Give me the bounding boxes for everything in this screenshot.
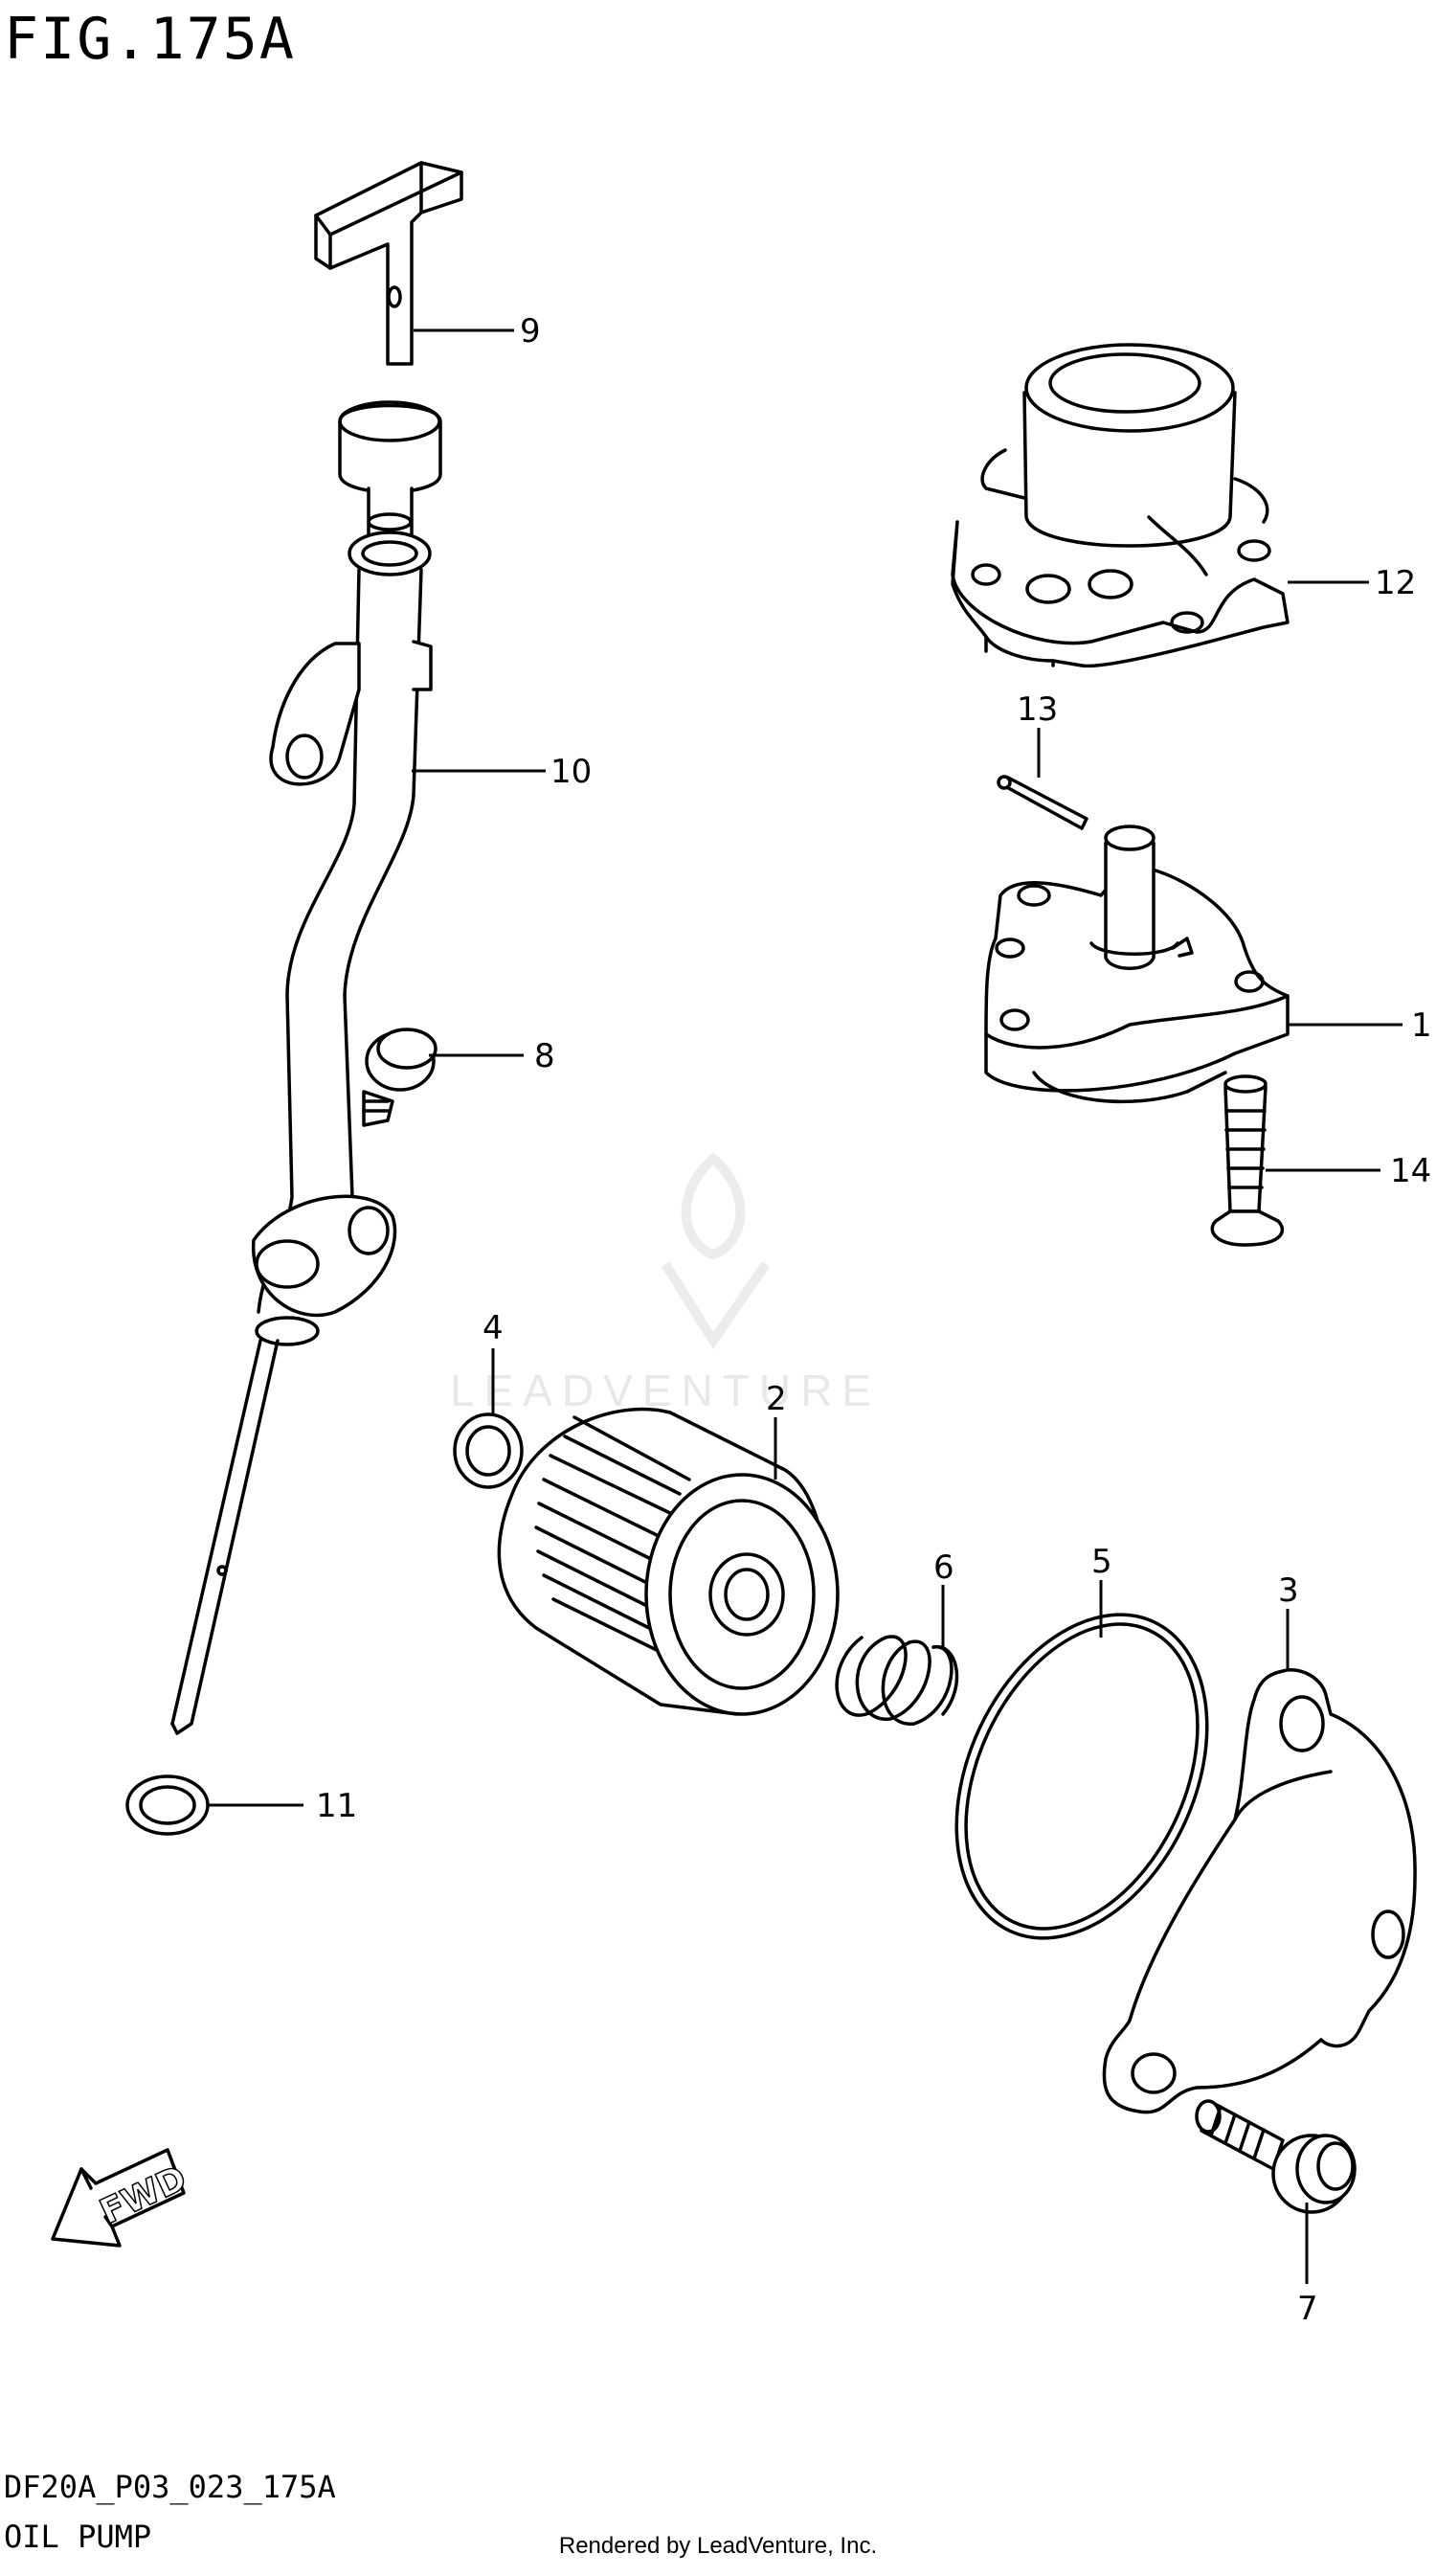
part-13-pin xyxy=(997,775,1088,830)
callout-12: 12 xyxy=(1375,564,1416,602)
figure-title: FIG.175A xyxy=(4,6,296,73)
fwd-arrow: FWD xyxy=(51,2148,193,2248)
callout-6: 6 xyxy=(933,1548,954,1587)
callouts: 9 10 8 11 12 13 1 14 4 2 6 5 3 7 xyxy=(316,312,1432,2328)
callout-3: 3 xyxy=(1278,1571,1299,1610)
watermark-logo xyxy=(661,1152,771,1350)
part-5-o-ring xyxy=(954,1613,1209,1940)
callout-14: 14 xyxy=(1390,1152,1431,1190)
callout-9: 9 xyxy=(520,312,541,350)
callout-8: 8 xyxy=(534,1037,555,1075)
part-1-oil-pump xyxy=(984,825,1290,1104)
leader-lines xyxy=(209,328,1402,2284)
part-11-o-ring xyxy=(125,1774,210,1836)
rendered-by-credit: Rendered by LeadVenture, Inc. xyxy=(558,2533,878,2559)
part-9-dipstick-handle xyxy=(314,161,463,549)
callout-1: 1 xyxy=(1411,1006,1432,1045)
part-4-o-ring xyxy=(453,1412,524,1489)
part-7-bolt xyxy=(1195,2099,1357,2214)
part-2-oil-filter xyxy=(497,1407,840,1716)
diagram-subtitle: OIL PUMP xyxy=(4,2519,152,2555)
callout-10: 10 xyxy=(550,753,592,791)
part-12-pump-case xyxy=(951,343,1290,668)
callout-11: 11 xyxy=(316,1787,357,1825)
dipstick-rod xyxy=(170,1339,280,1735)
callout-4: 4 xyxy=(482,1309,504,1347)
callout-7: 7 xyxy=(1297,2290,1318,2328)
part-3-cover xyxy=(1102,1668,1417,2114)
callout-2: 2 xyxy=(766,1380,787,1418)
diagram-code: DF20A_P03_023_175A xyxy=(4,2469,336,2505)
callout-5: 5 xyxy=(1091,1543,1112,1581)
callout-13: 13 xyxy=(1017,690,1058,729)
part-6-spring xyxy=(835,1635,959,1726)
watermark-text: LEADVENTURE xyxy=(450,1366,881,1415)
part-14-screw xyxy=(1210,1074,1285,1247)
part-10-dipstick-guide xyxy=(252,531,433,1346)
part-8-bolt xyxy=(362,1028,438,1127)
